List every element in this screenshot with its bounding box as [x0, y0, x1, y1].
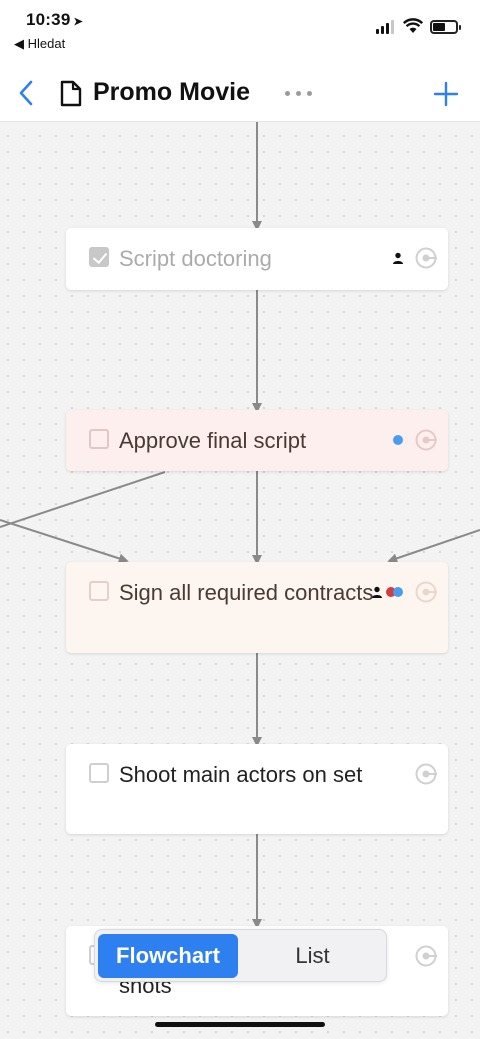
- battery-icon: [430, 20, 461, 34]
- task-card[interactable]: Script doctoring: [66, 228, 448, 290]
- task-card[interactable]: Sign all required contracts: [66, 562, 448, 653]
- wifi-icon: [403, 18, 423, 33]
- connect-target-icon[interactable]: [414, 580, 438, 604]
- clock: 10:39➤: [26, 10, 83, 30]
- task-checkbox[interactable]: [89, 429, 109, 449]
- location-arrow-icon: ➤: [73, 16, 83, 28]
- home-indicator: [155, 1022, 325, 1027]
- connect-target-icon[interactable]: [414, 762, 438, 786]
- document-icon: [60, 80, 82, 107]
- assignee-red-dot-icon: [386, 587, 396, 597]
- task-checkbox[interactable]: [89, 763, 109, 783]
- cellular-signal-icon: [376, 20, 396, 34]
- person-icon: [393, 252, 403, 264]
- task-checkbox[interactable]: [89, 247, 109, 267]
- task-title: Shoot main actors on set: [119, 762, 363, 787]
- flowchart-tab[interactable]: Flowchart: [98, 934, 238, 978]
- status-bar: 10:39➤ ◀ Hledat: [0, 0, 480, 60]
- task-title: Script doctoring: [119, 246, 272, 271]
- assignee-blue-dot-icon: [393, 587, 403, 597]
- task-checkbox[interactable]: [89, 581, 109, 601]
- task-card[interactable]: Shoot main actors on set: [66, 744, 448, 834]
- task-title: Approve final script: [119, 428, 307, 453]
- view-switcher: Flowchart List: [94, 929, 387, 982]
- nav-bar: Promo Movie: [0, 60, 480, 122]
- back-to-app-link[interactable]: ◀ Hledat: [14, 36, 66, 51]
- connect-target-icon[interactable]: [414, 944, 438, 968]
- assignee-dot-icon: [393, 435, 403, 445]
- task-card[interactable]: Approve final script: [66, 410, 448, 471]
- chevron-left-icon[interactable]: [14, 78, 40, 108]
- list-tab[interactable]: List: [295, 943, 330, 968]
- task-title: Sign all required contracts: [119, 580, 374, 605]
- clock-time: 10:39: [26, 10, 71, 29]
- ellipsis-icon[interactable]: [285, 91, 315, 97]
- connect-target-icon[interactable]: [414, 246, 438, 270]
- connect-target-icon[interactable]: [414, 428, 438, 452]
- person-icon: [372, 586, 382, 598]
- page-title: Promo Movie: [93, 78, 250, 106]
- plus-icon[interactable]: [432, 80, 460, 108]
